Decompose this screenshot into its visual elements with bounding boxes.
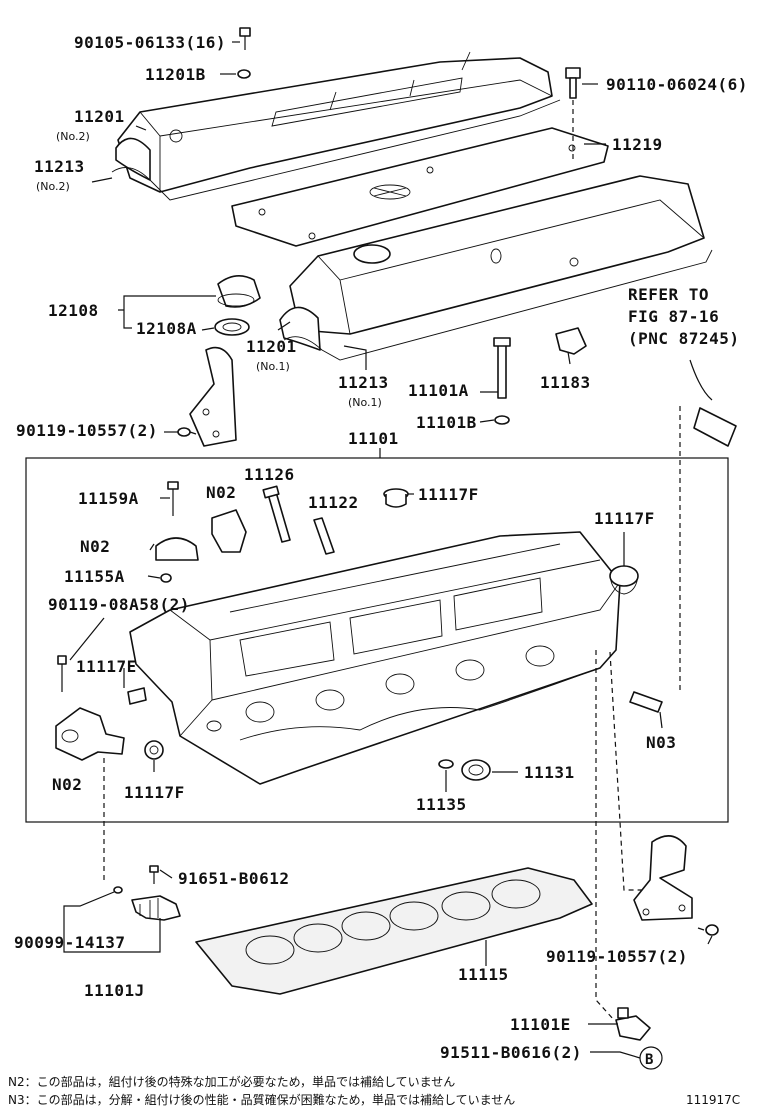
stud-11101A [493,337,511,399]
sensor-11101E [615,1007,651,1041]
seal-11135 [438,759,454,769]
label-90119-08A58: 90119-08A58(2) [48,595,190,614]
label-11101: 11101 [348,429,399,448]
label-11101B: 11101B [416,413,477,432]
label-12108A: 12108A [136,319,197,338]
label-no2-b: (No.2) [36,180,70,193]
washer-90099 [113,886,123,894]
label-11213-no1: 11213 [338,373,389,392]
washer-11101B [494,415,510,425]
figure-id: 111917C [686,1093,740,1107]
label-11131: 11131 [524,763,575,782]
label-11159A: 11159A [78,489,139,508]
label-11155A: 11155A [64,567,125,586]
sensor-11101J [131,895,181,921]
label-91511-B0616: 91511-B0616(2) [440,1043,582,1062]
label-11115: 11115 [458,965,509,984]
plug-11117F-a [383,488,409,508]
bolt-90119-08 [57,655,67,692]
label-11183: 11183 [540,373,591,392]
label-90110-06024: 90110-06024(6) [606,75,748,94]
gasket-12108A [214,318,250,336]
label-90099-14137: 90099-14137 [14,933,125,952]
label-90119-10557-top: 90119-10557(2) [16,421,158,440]
note-n3: N3：この部品は，分解・組付け後の性能・品質確保が困難なため，単品では補給してい… [8,1092,515,1107]
cap-n02-c [55,707,125,761]
label-11101J: 11101J [84,981,145,1000]
note-n2: N2：この部品は，組付け後の特殊な加工が必要なため，単品では補給していません [8,1074,455,1089]
label-91651-B0612: 91651-B0612 [178,869,289,888]
label-11135: 11135 [416,795,467,814]
label-circle-b: B [645,1052,654,1068]
valve-guide-11122 [313,517,335,555]
label-n03: N03 [646,733,676,752]
engine-hanger-2 [633,835,693,921]
label-no1-a: (No.1) [256,360,290,373]
bolt-90105 [239,27,251,50]
plug-11117E [127,687,147,705]
gasket-no1 [283,249,713,361]
label-11122: 11122 [308,493,359,512]
bolt-11159A [167,481,179,516]
label-12108: 12108 [48,301,99,320]
plug-11117F-b [609,565,639,595]
part-11183 [555,327,587,355]
label-11201-no1: 11201 [246,337,297,356]
refer-line-1: REFER TO [628,285,709,304]
plug-11117F-c [144,740,164,760]
gasket-no2 [111,99,561,201]
refer-line-2: FIG 87-16 [628,307,719,326]
label-n02-a: N02 [206,483,236,502]
head-gasket [195,867,593,995]
cap-n02-a [211,509,247,553]
label-11117F-c: 11117F [124,783,185,802]
plug-cover [231,127,609,247]
label-11117F-b: 11117F [594,509,655,528]
bolt-90119-bot [697,924,719,936]
label-11219: 11219 [612,135,663,154]
plug-11155A [160,573,172,583]
grommet-11201B [237,69,251,79]
valve-guide-11126 [267,491,291,543]
label-no1-b: (No.1) [348,396,382,409]
bolt-90119-top [177,427,197,437]
oil-cap-12108 [217,275,261,308]
cylinder-head-box [25,457,729,823]
seal-11131 [461,759,491,781]
label-11117E: 11117E [76,657,137,676]
label-11117F-a: 11117F [418,485,479,504]
label-11101E: 11101E [510,1015,571,1034]
label-90119-10557-bot: 90119-10557(2) [546,947,688,966]
bolt-90110 [565,67,581,99]
label-11213-no2: 11213 [34,157,85,176]
label-n02-b: N02 [80,537,110,556]
label-no2-a: (No.2) [56,130,90,143]
cap-n02-b [155,537,199,561]
engine-hanger-1 [189,346,237,447]
label-90105-06133: 90105-06133(16) [74,33,226,52]
label-11201B: 11201B [145,65,206,84]
pin-n03 [629,691,663,713]
refer-line-3: (PNC 87245) [628,329,739,348]
label-11126: 11126 [244,465,295,484]
label-11201-no2: 11201 [74,107,125,126]
label-n02-c: N02 [52,775,82,794]
cylinder-head [129,531,621,785]
hose-ref [679,359,737,690]
label-11101A: 11101A [408,381,469,400]
head-cover-no1 [279,175,705,351]
bolt-91651 [149,865,159,884]
